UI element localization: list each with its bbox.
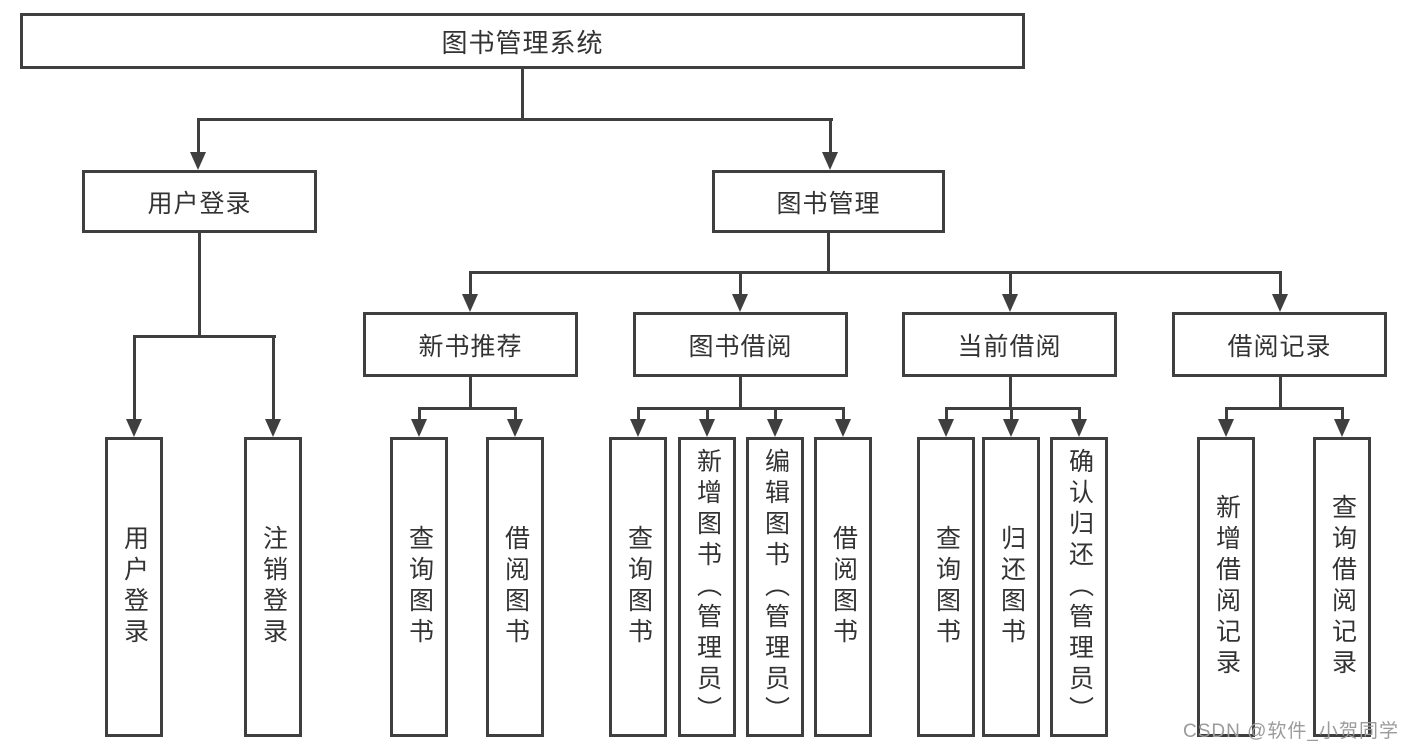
arrowhead-down-icon (835, 419, 851, 437)
leaf-add-book-admin: 新增图书（管理员） (678, 437, 736, 737)
connector-line (945, 407, 1081, 410)
connector-line (1341, 407, 1344, 420)
connector-line (469, 377, 472, 410)
connector-line (637, 407, 845, 410)
node-current-borrow: 当前借阅 (902, 312, 1117, 377)
leaf-confirm-return-admin-label: 确认归还（管理员） (1065, 447, 1094, 727)
leaf-edit-book-admin-label: 编辑图书（管理员） (761, 447, 790, 727)
arrowhead-down-icon (732, 294, 748, 312)
connector-line (1078, 407, 1081, 420)
node-user-login-label: 用户登录 (147, 189, 252, 218)
leaf-recommend-borrow-book-label: 借阅图书 (501, 525, 530, 649)
connector-line (842, 407, 845, 420)
leaf-add-borrow-record-label: 新增借阅记录 (1212, 494, 1241, 680)
leaf-query-borrow-record: 查询借阅记录 (1313, 437, 1371, 737)
node-new-book-recommend-label: 新书推荐 (418, 332, 523, 361)
arrowhead-down-icon (822, 152, 838, 170)
connector-line (469, 271, 472, 295)
leaf-edit-book-admin: 编辑图书（管理员） (746, 437, 804, 737)
connector-line (418, 407, 517, 410)
leaf-query-borrow-record-label: 查询借阅记录 (1328, 494, 1357, 680)
leaf-return-book-label: 归还图书 (997, 525, 1026, 649)
connector-line (514, 407, 517, 420)
connector-line (945, 407, 948, 420)
connector-line (272, 335, 275, 420)
arrowhead-down-icon (699, 419, 715, 437)
connector-line (469, 271, 1282, 274)
leaf-current-query-book: 查询图书 (917, 437, 975, 737)
connector-line (198, 233, 201, 337)
connector-line (739, 271, 742, 295)
connector-line (739, 377, 742, 410)
leaf-current-query-book-label: 查询图书 (932, 525, 961, 649)
connector-line (197, 118, 200, 153)
connector-line (133, 335, 276, 338)
leaf-logout-label: 注销登录 (259, 525, 288, 649)
connector-line (1009, 271, 1012, 295)
leaf-borrow-query-book-label: 查询图书 (624, 525, 653, 649)
node-book-borrow: 图书借阅 (633, 312, 848, 377)
leaf-recommend-query-book: 查询图书 (390, 437, 448, 737)
leaf-borrow-book-label: 借阅图书 (829, 525, 858, 649)
node-root-label: 图书管理系统 (441, 27, 604, 58)
node-book-management-label: 图书管理 (776, 189, 881, 218)
leaf-borrow-book: 借阅图书 (814, 437, 872, 737)
node-book-borrow-label: 图书借阅 (688, 332, 793, 361)
leaf-logout: 注销登录 (244, 437, 302, 737)
connector-line (1225, 407, 1228, 420)
leaf-add-book-admin-label: 新增图书（管理员） (693, 447, 722, 727)
connector-line (197, 118, 833, 121)
arrowhead-down-icon (1002, 294, 1018, 312)
connector-line (829, 118, 832, 153)
node-root: 图书管理系统 (20, 13, 1025, 69)
node-borrow-records: 借阅记录 (1172, 312, 1387, 377)
connector-line (1009, 377, 1012, 410)
node-current-borrow-label: 当前借阅 (957, 332, 1062, 361)
arrowhead-down-icon (1272, 294, 1288, 312)
arrowhead-down-icon (938, 419, 954, 437)
arrowhead-down-icon (630, 419, 646, 437)
leaf-confirm-return-admin: 确认归还（管理员） (1050, 437, 1108, 737)
leaf-add-borrow-record: 新增借阅记录 (1197, 437, 1255, 737)
leaf-recommend-borrow-book: 借阅图书 (486, 437, 544, 737)
leaf-recommend-query-book-label: 查询图书 (405, 525, 434, 649)
node-borrow-records-label: 借阅记录 (1227, 332, 1332, 361)
node-new-book-recommend: 新书推荐 (363, 312, 578, 377)
connector-line (133, 335, 136, 420)
connector-line (521, 69, 524, 120)
arrowhead-down-icon (462, 294, 478, 312)
connector-line (706, 407, 709, 420)
arrowhead-down-icon (767, 419, 783, 437)
connector-line (1279, 271, 1282, 295)
connector-line (1225, 407, 1344, 410)
connector-line (1279, 377, 1282, 410)
arrowhead-down-icon (411, 419, 427, 437)
arrowhead-down-icon (126, 419, 142, 437)
connector-line (827, 233, 830, 274)
arrowhead-down-icon (1218, 419, 1234, 437)
connector-line (637, 407, 640, 420)
arrowhead-down-icon (1071, 419, 1087, 437)
leaf-user-login-label: 用户登录 (120, 525, 149, 649)
connector-line (418, 407, 421, 420)
arrowhead-down-icon (265, 419, 281, 437)
arrowhead-down-icon (1334, 419, 1350, 437)
arrowhead-down-icon (190, 152, 206, 170)
arrowhead-down-icon (1003, 419, 1019, 437)
node-book-management: 图书管理 (712, 170, 945, 233)
connector-line (774, 407, 777, 420)
leaf-user-login: 用户登录 (105, 437, 163, 737)
leaf-borrow-query-book: 查询图书 (609, 437, 667, 737)
node-user-login: 用户登录 (82, 170, 317, 233)
leaf-return-book: 归还图书 (982, 437, 1040, 737)
csdn-watermark: CSDN @软件_小贺同学 (1183, 721, 1399, 742)
arrowhead-down-icon (507, 419, 523, 437)
connector-line (1010, 407, 1013, 420)
